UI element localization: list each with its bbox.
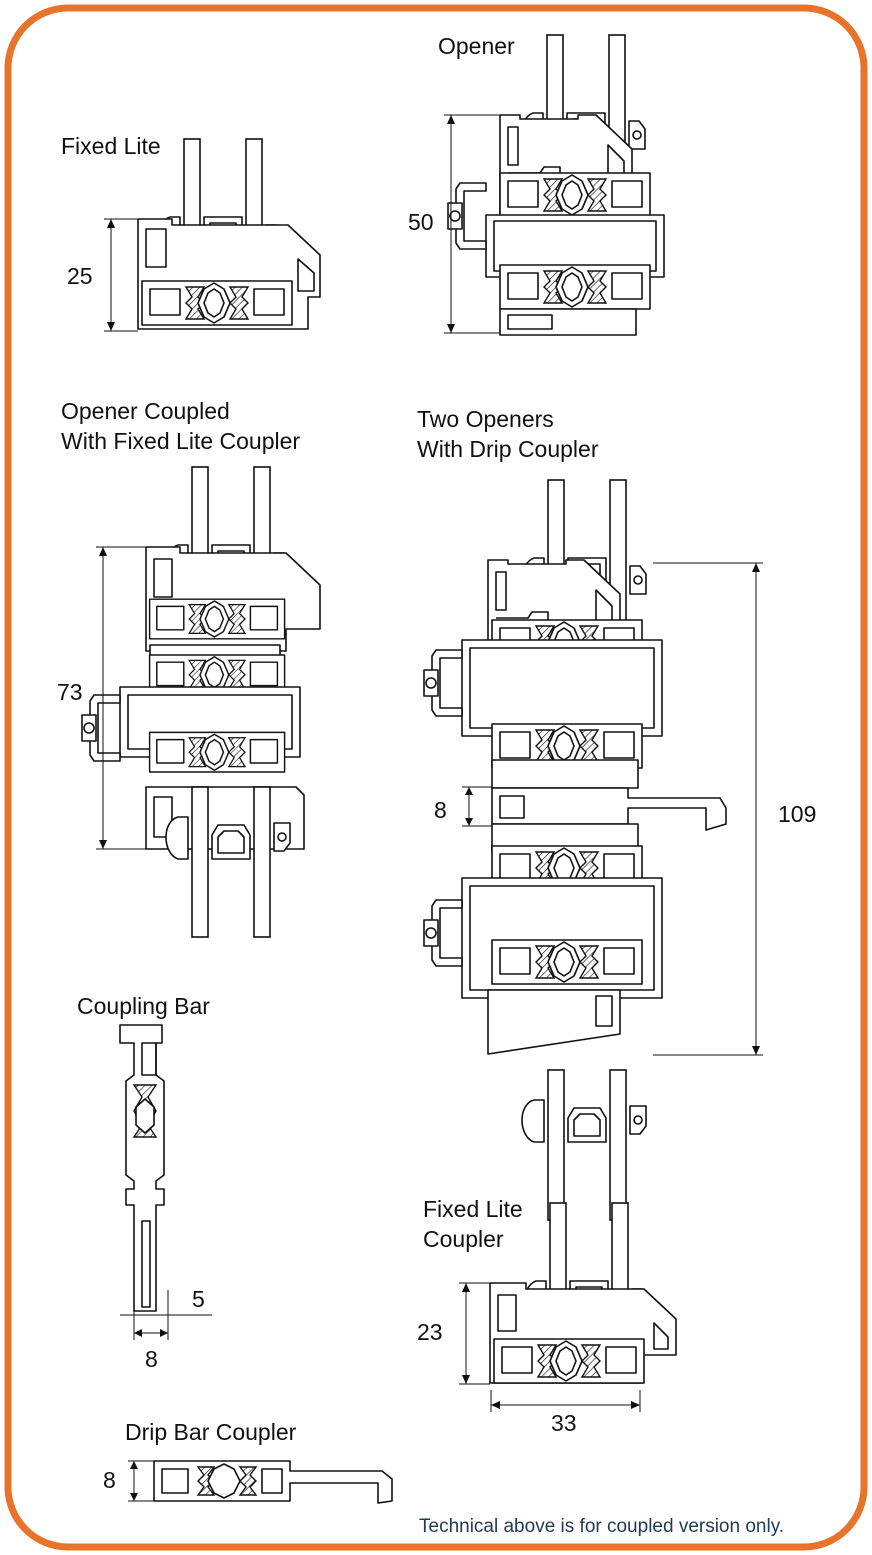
footer-note: Technical above is for coupled version o… (419, 1516, 784, 1537)
coupling-bar-outer-dimension: 8 (145, 1346, 158, 1372)
fixed-lite-coupler-profile (489, 1202, 677, 1384)
drip-bar-coupler-dimension: 8 (103, 1467, 116, 1493)
two-openers-profile (423, 479, 727, 1221)
fixed-lite-coupler-width-dimension: 33 (551, 1410, 577, 1436)
two-openers-drip-dimension: 8 (434, 797, 447, 823)
opener-coupled-title-line1: Opener Coupled (61, 398, 230, 424)
opener-coupled-title-line2: With Fixed Lite Coupler (61, 428, 300, 454)
coupling-bar-title: Coupling Bar (77, 993, 210, 1019)
opener-coupled-section: Opener Coupled With Fixed Lite Coupler 7… (57, 398, 321, 938)
page-border (4, 4, 868, 1551)
opener-coupled-dimension: 73 (57, 679, 83, 705)
coupling-bar-section: Coupling Bar 5 8 (77, 993, 212, 1372)
fixed-lite-dimension: 25 (67, 263, 93, 289)
fixed-lite-coupler-title-line1: Fixed Lite (423, 1196, 523, 1222)
coupling-bar-inner-dimension: 5 (192, 1286, 205, 1312)
two-openers-title-line2: With Drip Coupler (417, 436, 599, 462)
fixed-lite-coupler-section: Fixed Lite Coupler 23 33 (417, 1196, 677, 1436)
drip-bar-coupler-section: Drip Bar Coupler 8 (103, 1419, 393, 1504)
opener-coupled-profile (81, 466, 321, 938)
fixed-lite-section: Fixed Lite 25 (61, 133, 321, 332)
opener-profile (447, 34, 665, 336)
fixed-lite-profile (137, 138, 321, 330)
coupling-bar-profile (119, 1024, 165, 1312)
fixed-lite-coupler-height-dimension: 23 (417, 1319, 443, 1345)
drip-bar-coupler-profile (153, 1460, 393, 1504)
opener-section: Opener 50 (408, 33, 665, 336)
two-openers-total-dimension: 109 (778, 801, 816, 827)
opener-dimension: 50 (408, 209, 434, 235)
two-openers-title-line1: Two Openers (417, 406, 554, 432)
fixed-lite-title: Fixed Lite (61, 133, 161, 159)
drip-bar-coupler-title: Drip Bar Coupler (125, 1419, 297, 1445)
opener-title: Opener (438, 33, 515, 59)
two-openers-section: Two Openers With Drip Coupler (417, 406, 816, 1221)
fixed-lite-coupler-title-line2: Coupler (423, 1226, 504, 1252)
